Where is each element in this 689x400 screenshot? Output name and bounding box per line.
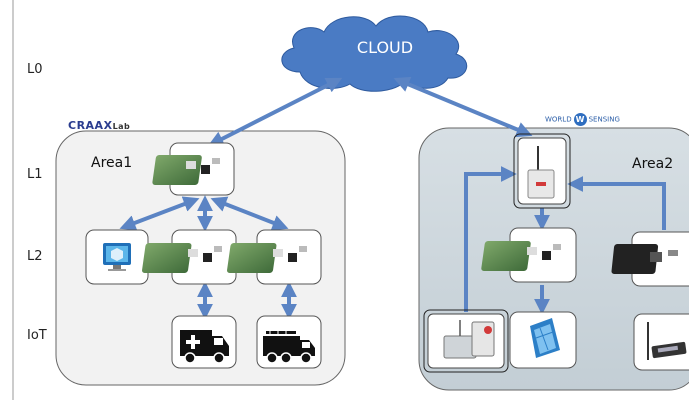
craax-logo-sub: Lab [112,122,131,131]
arrow-l1-l2-right [210,196,289,231]
arrow-sensor-gateway [464,166,517,312]
worldsensing-mark-icon: W [573,113,587,126]
worldsensing-logo-right: SENSING [588,115,620,124]
antenna-datalogger-icon [647,322,687,360]
area1-l2-right-node [227,229,322,285]
cloud-shape [281,15,468,92]
area2-l1-gateway-node [513,133,571,209]
area1-iot-firetruck-node [256,315,322,369]
area1-l2-desktop-node [85,229,149,285]
area2-l2-sbc-node [611,231,689,287]
sensor-node-icon [443,320,495,359]
wireless-gateway-icon [527,146,555,199]
connection-arrows [119,76,666,320]
area2-label: Area2 [632,156,674,172]
area2-iot-sensor-node [423,309,509,373]
area1-l1-node [152,142,235,196]
level-label-l1: L1 [27,167,43,182]
humidity-sensor-icon [530,318,560,358]
ambulance-icon [180,330,229,364]
craax-logo-main: CRAAX [68,119,113,132]
arrow-sbc-gateway [567,176,666,230]
level-label-l2: L2 [27,249,43,264]
raspberry-pi-board-icon [142,243,222,273]
area1-iot-ambulance-node [171,315,237,369]
craax-lab-logo: CRAAXLab [68,119,130,132]
fire-truck-icon [263,331,315,364]
level-label-iot: IoT [27,328,47,343]
level-label-l0: L0 [27,62,43,77]
arrow-cloud-area1 [207,77,343,147]
raspberry-pi-board-icon [227,243,307,273]
single-board-computer-icon [611,244,678,274]
worldsensing-logo-left: WORLD [545,115,572,124]
area1-label: Area1 [91,155,133,171]
area2-iot-humidity-node [509,311,577,369]
raspberry-pi-board-icon [152,155,220,185]
arrow-cloud-area2 [393,76,533,138]
area1-l2-middle-node [142,229,237,285]
cloud-label: CLOUD [356,38,414,57]
desktop-computer-icon [103,243,131,271]
area2-l2-board-node [481,227,577,283]
area2-iot-antenna-node [633,313,689,371]
raspberry-pi-board-icon [481,241,561,271]
arrow-l1-l2-left [119,196,200,231]
